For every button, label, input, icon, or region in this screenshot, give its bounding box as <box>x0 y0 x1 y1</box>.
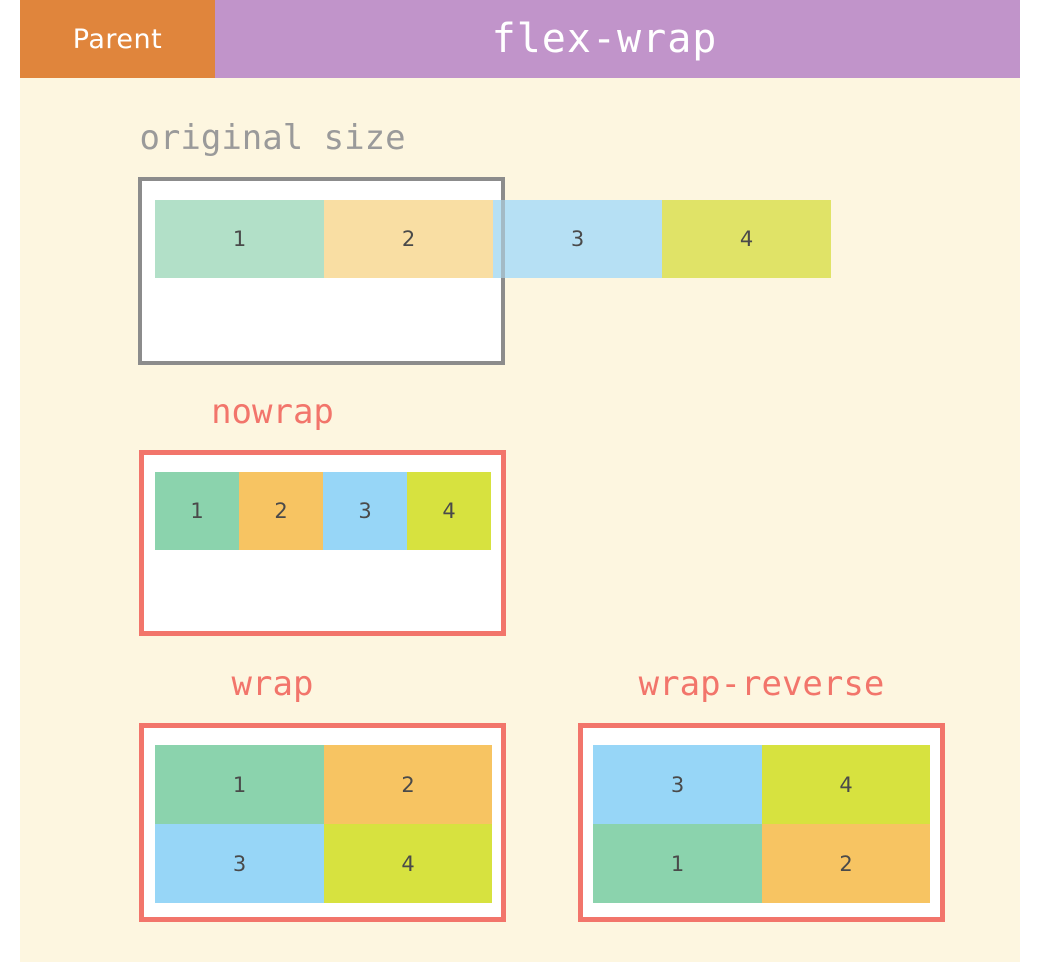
container-edge-overlay <box>501 200 505 278</box>
page-title: flex-wrap <box>491 16 718 62</box>
flex-item-4: 4 <box>662 200 831 278</box>
flex-item-3: 3 <box>155 824 324 903</box>
flex-item-2: 2 <box>239 472 323 550</box>
flex-item-3: 3 <box>593 745 762 824</box>
flex-item-1: 1 <box>155 745 324 824</box>
item-row-wrap-reverse: 1 2 3 4 <box>593 745 930 903</box>
flex-item-2: 2 <box>324 200 493 278</box>
flex-item-1: 1 <box>155 472 239 550</box>
flex-item-1: 1 <box>593 824 762 903</box>
flex-item-4: 4 <box>762 745 930 824</box>
diagram-canvas: Parent flex-wrap original size 1 2 3 4 n… <box>20 0 1020 962</box>
flex-item-1: 1 <box>155 200 324 278</box>
section-label-wrap-reverse: wrap-reverse <box>638 664 885 704</box>
flex-item-2: 2 <box>762 824 930 903</box>
section-label-wrap: wrap <box>231 664 314 704</box>
header-bar: Parent flex-wrap <box>20 0 1020 78</box>
item-row-nowrap: 1 2 3 4 <box>155 472 491 550</box>
flex-item-4: 4 <box>324 824 492 903</box>
section-label-original-size: original size <box>139 118 406 158</box>
item-row-wrap: 1 2 3 4 <box>155 745 492 903</box>
section-label-nowrap: nowrap <box>211 392 334 432</box>
parent-badge: Parent <box>20 0 215 78</box>
flex-item-2: 2 <box>324 745 492 824</box>
item-row-original-size: 1 2 3 4 <box>155 200 831 278</box>
flex-item-3: 3 <box>493 200 662 278</box>
flex-item-4: 4 <box>407 472 491 550</box>
flex-item-3: 3 <box>323 472 407 550</box>
